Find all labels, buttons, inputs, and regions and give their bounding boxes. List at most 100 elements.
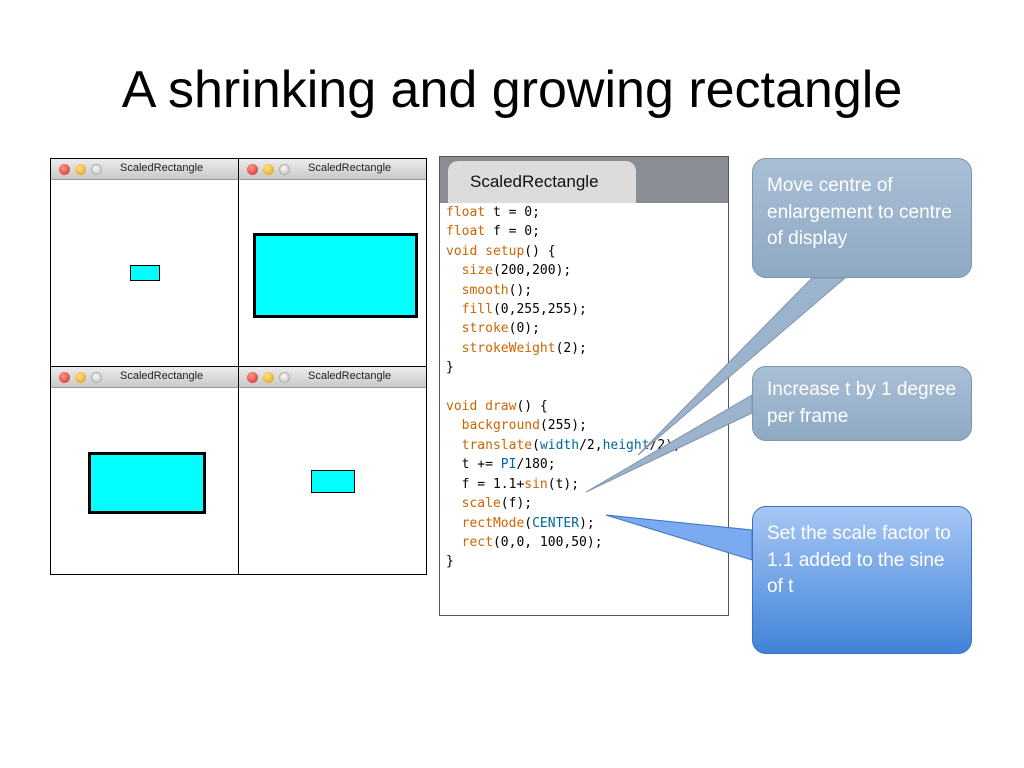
code-token: f = 0; bbox=[485, 224, 540, 240]
scaled-rectangle bbox=[130, 265, 160, 281]
minimize-window-icon[interactable] bbox=[263, 372, 274, 383]
code-token: void draw bbox=[446, 399, 517, 415]
code-token: t = 0; bbox=[485, 205, 540, 220]
code-token: t += bbox=[446, 457, 501, 473]
callout-pointer bbox=[605, 514, 753, 561]
code-token: (255); bbox=[539, 418, 587, 434]
code-token: width bbox=[539, 437, 580, 453]
code-line: } bbox=[446, 360, 454, 375]
close-window-icon[interactable] bbox=[247, 372, 258, 383]
tab-label: ScaledRectangle bbox=[470, 172, 599, 191]
window-titlebar: ScaledRectangle bbox=[239, 159, 426, 180]
code-token: CENTER bbox=[532, 515, 580, 531]
code-line: } bbox=[446, 554, 454, 569]
code-token: rectMode bbox=[461, 515, 525, 531]
code-token: stroke bbox=[461, 321, 509, 337]
code-token: translate bbox=[461, 437, 533, 453]
minimize-window-icon[interactable] bbox=[263, 164, 274, 175]
code-line: size(200,200); bbox=[446, 263, 572, 279]
code-line: rectMode(CENTER); bbox=[446, 516, 595, 531]
code-token: void setup bbox=[446, 243, 525, 259]
callout-increase-t: Increase t by 1 degree per frame bbox=[752, 366, 972, 441]
code-token: (0,0, 100,50); bbox=[492, 534, 603, 550]
code-token: } bbox=[446, 360, 454, 376]
code-line: t += PI/180; bbox=[446, 457, 556, 472]
sketch-window-grid: ScaledRectangle ScaledRectangle ScaledRe… bbox=[50, 158, 427, 575]
minimize-window-icon[interactable] bbox=[75, 372, 86, 383]
window-titlebar: ScaledRectangle bbox=[51, 367, 238, 388]
code-line: smooth(); bbox=[446, 283, 532, 298]
minimize-window-icon[interactable] bbox=[75, 164, 86, 175]
code-line: strokeWeight(2); bbox=[446, 341, 587, 356]
code-token: (200,200); bbox=[492, 263, 572, 279]
window-title: ScaledRectangle bbox=[308, 162, 392, 174]
code-token: size bbox=[461, 263, 493, 279]
slide-title: A shrinking and growing rectangle bbox=[121, 61, 903, 119]
sketch-window: ScaledRectangle bbox=[51, 159, 239, 367]
code-token: float bbox=[446, 205, 486, 220]
code-line: background(255); bbox=[446, 418, 587, 433]
code-line: scale(f); bbox=[446, 496, 532, 511]
window-titlebar: ScaledRectangle bbox=[239, 367, 426, 388]
sketch-window: ScaledRectangle bbox=[51, 367, 239, 574]
code-line: float f = 0; bbox=[446, 224, 540, 239]
scaled-rectangle bbox=[88, 452, 206, 514]
code-token: (f); bbox=[500, 496, 533, 512]
code-token: (0); bbox=[508, 321, 540, 337]
code-token: PI bbox=[500, 457, 517, 473]
sketch-window: ScaledRectangle bbox=[239, 159, 426, 367]
close-window-icon[interactable] bbox=[59, 372, 70, 383]
code-token: fill bbox=[461, 302, 493, 318]
code-token: () { bbox=[524, 243, 556, 259]
code-token: sin bbox=[524, 476, 548, 492]
callout-pointer bbox=[637, 277, 847, 456]
code-token: smooth bbox=[461, 282, 509, 298]
code-token: (); bbox=[508, 282, 533, 298]
code-token: ( bbox=[532, 437, 540, 453]
code-line: fill(0,255,255); bbox=[446, 302, 587, 317]
code-token: (0,255,255); bbox=[492, 302, 587, 318]
scaled-rectangle bbox=[253, 233, 418, 318]
scaled-rectangle bbox=[311, 470, 355, 493]
code-token: scale bbox=[461, 496, 501, 512]
code-token: float bbox=[446, 224, 486, 240]
code-token: height bbox=[602, 437, 650, 453]
window-title: ScaledRectangle bbox=[120, 370, 204, 382]
callout-scale-factor: Set the scale factor to 1.1 added to the… bbox=[752, 506, 972, 654]
close-window-icon[interactable] bbox=[247, 164, 258, 175]
sketch-window: ScaledRectangle bbox=[239, 367, 426, 574]
code-token: f = 1.1+ bbox=[446, 476, 525, 492]
code-token: } bbox=[446, 554, 454, 570]
code-token: ( bbox=[524, 515, 533, 531]
close-window-icon[interactable] bbox=[59, 164, 70, 175]
window-title: ScaledRectangle bbox=[308, 370, 392, 382]
zoom-window-icon[interactable] bbox=[279, 372, 290, 383]
code-token: strokeWeight bbox=[461, 340, 556, 356]
tab-scaled-rectangle[interactable]: ScaledRectangle bbox=[448, 161, 636, 203]
code-line: stroke(0); bbox=[446, 321, 540, 336]
code-token: ); bbox=[579, 515, 595, 531]
code-editor: ScaledRectangle float t = 0; float f = 0… bbox=[439, 156, 729, 616]
window-title: ScaledRectangle bbox=[120, 162, 204, 174]
editor-tab-bar: ScaledRectangle bbox=[440, 157, 728, 203]
code-line: rect(0,0, 100,50); bbox=[446, 535, 603, 550]
code-token: /180; bbox=[516, 457, 556, 473]
code-token: background bbox=[461, 418, 540, 434]
code-line: f = 1.1+sin(t); bbox=[446, 477, 579, 492]
window-titlebar: ScaledRectangle bbox=[51, 159, 238, 180]
code-token: rect bbox=[461, 534, 493, 550]
callout-pointer bbox=[585, 394, 753, 493]
zoom-window-icon[interactable] bbox=[279, 164, 290, 175]
code-text-area[interactable]: float t = 0; float f = 0; void setup() {… bbox=[446, 203, 681, 572]
code-token: (t); bbox=[547, 476, 580, 492]
code-token: () { bbox=[516, 399, 548, 415]
zoom-window-icon[interactable] bbox=[91, 164, 102, 175]
code-line: translate(width/2,height/2); bbox=[446, 438, 681, 453]
code-token: /2, bbox=[579, 437, 603, 453]
zoom-window-icon[interactable] bbox=[91, 372, 102, 383]
code-line: void setup() { bbox=[446, 244, 556, 259]
callout-centre-of-enlargement: Move centre of enlargement to centre of … bbox=[752, 158, 972, 278]
code-line: float t = 0; bbox=[446, 205, 540, 220]
code-token: (2); bbox=[555, 340, 587, 356]
